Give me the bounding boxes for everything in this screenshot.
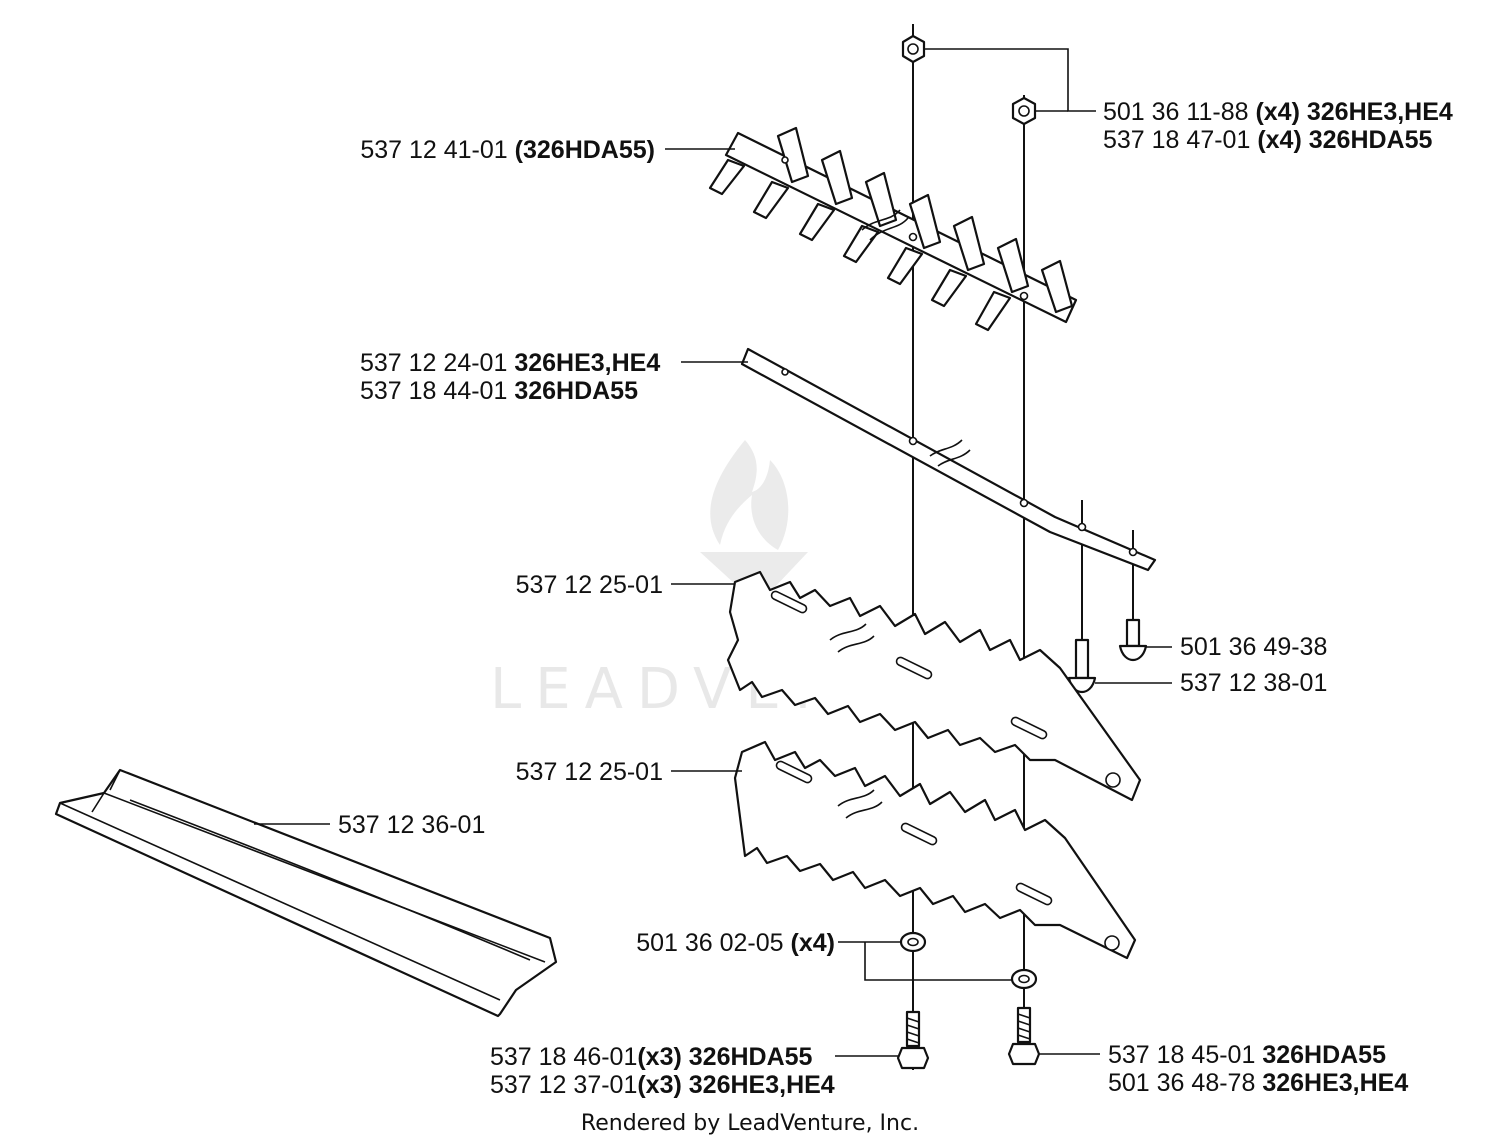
- callout-sheath: 537 12 36-01: [338, 811, 485, 839]
- nut-top-left[interactable]: [901, 34, 926, 64]
- guide-bar[interactable]: [740, 347, 1157, 572]
- callout-guide-bar: 537 12 24-01 326HE3,HE4 537 18 44-01 326…: [360, 349, 667, 405]
- blade-sheath[interactable]: [54, 768, 558, 1018]
- blade-upper[interactable]: [726, 570, 1142, 802]
- callout-blade-top: 537 12 41-01 (326HDA55): [360, 136, 655, 164]
- screw-short[interactable]: [1118, 618, 1148, 662]
- blade-top[interactable]: [708, 126, 1078, 332]
- bolt-right[interactable]: [1007, 1006, 1041, 1066]
- callout-washer: 501 36 02-05 (x4): [636, 929, 835, 957]
- callout-bolt-right: 537 18 45-01 326HDA55 501 36 48-78 326HE…: [1108, 1041, 1408, 1097]
- nut-top-right[interactable]: [1011, 96, 1037, 126]
- washer-right[interactable]: [1010, 968, 1038, 990]
- footer-credit: Rendered by LeadVenture, Inc.: [581, 1111, 919, 1136]
- callout-screw-short: 501 36 49-38: [1180, 633, 1327, 661]
- blade-lower[interactable]: [733, 740, 1137, 960]
- leader-lines: [254, 48, 1172, 1057]
- washer-left[interactable]: [899, 931, 927, 953]
- callout-blade-upper: 537 12 25-01: [516, 571, 663, 599]
- callout-bolt-left: 537 18 46-01(x3) 326HDA55 537 12 37-01(x…: [490, 1043, 835, 1099]
- callout-screw-long: 537 12 38-01: [1180, 669, 1327, 697]
- callout-nut-top: 501 36 11-88 (x4) 326HE3,HE4 537 18 47-0…: [1103, 98, 1460, 154]
- bolt-left[interactable]: [896, 1010, 930, 1070]
- callout-blade-lower: 537 12 25-01: [516, 758, 663, 786]
